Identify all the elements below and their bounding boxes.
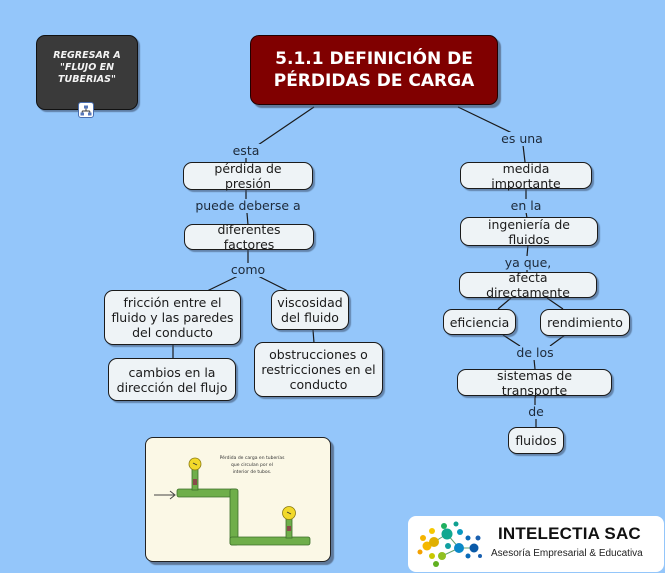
pipe-illustration <box>154 457 311 546</box>
logo-title: INTELECTIA SAC <box>498 524 641 543</box>
concept-obstrucciones[interactable]: obstrucciones o restricciones en el cond… <box>254 342 383 397</box>
link-de: de <box>527 404 545 419</box>
main-title-node: 5.1.1 DEFINICIÓN DE PÉRDIDAS DE CARGA <box>250 35 498 105</box>
concept-map-link-icon[interactable] <box>78 102 94 118</box>
concept-perdida-de-presion[interactable]: pérdida de presión <box>183 161 313 191</box>
concept-viscosidad[interactable]: viscosidad del fluido <box>271 290 349 330</box>
back-to-flujo-en-tuberias-button[interactable]: REGRESAR A "FLUJO EN TUBERIAS" <box>36 35 138 110</box>
image-caption: Pérdida de carga en tuberías que circula… <box>219 456 285 475</box>
concept-afecta-directamente[interactable]: afecta directamente <box>459 270 597 300</box>
back-button-label: REGRESAR A "FLUJO EN TUBERIAS" <box>53 49 121 85</box>
concept-rendimiento[interactable]: rendimiento <box>540 309 630 336</box>
link-como: como <box>229 262 267 277</box>
link-de-los: de los <box>515 345 555 360</box>
link-esta: esta <box>231 143 261 158</box>
concept-cambios-direccion[interactable]: cambios en la dirección del flujo <box>108 358 236 401</box>
concept-diferentes-factores[interactable]: diferentes factores <box>184 222 314 252</box>
link-en-la: en la <box>509 198 543 213</box>
brain-network-icon <box>417 521 482 567</box>
link-es-una: es una <box>500 131 544 146</box>
link-puede-deberse-a: puede deberse a <box>194 198 302 213</box>
concept-sistemas-de-transporte[interactable]: sistemas de transporte <box>457 368 612 398</box>
logo-subtitle: Asesoría Empresarial & Educativa <box>491 548 643 559</box>
concept-eficiencia[interactable]: eficiencia <box>443 309 516 335</box>
concept-fluidos[interactable]: fluidos <box>508 427 564 454</box>
concept-friccion[interactable]: fricción entre el fluido y las paredes d… <box>104 290 241 345</box>
pipe-diagram-image[interactable]: Pérdida de carga en tuberías que circula… <box>145 437 331 562</box>
intelectia-logo: INTELECTIA SAC Asesoría Empresarial & Ed… <box>408 516 664 572</box>
concept-ingenieria-de-fluidos[interactable]: ingeniería de fluidos <box>460 217 598 247</box>
concept-medida-importante[interactable]: medida importante <box>460 161 592 191</box>
link-ya-que: ya que, <box>503 255 553 270</box>
main-title-text: 5.1.1 DEFINICIÓN DE PÉRDIDAS DE CARGA <box>273 49 475 91</box>
